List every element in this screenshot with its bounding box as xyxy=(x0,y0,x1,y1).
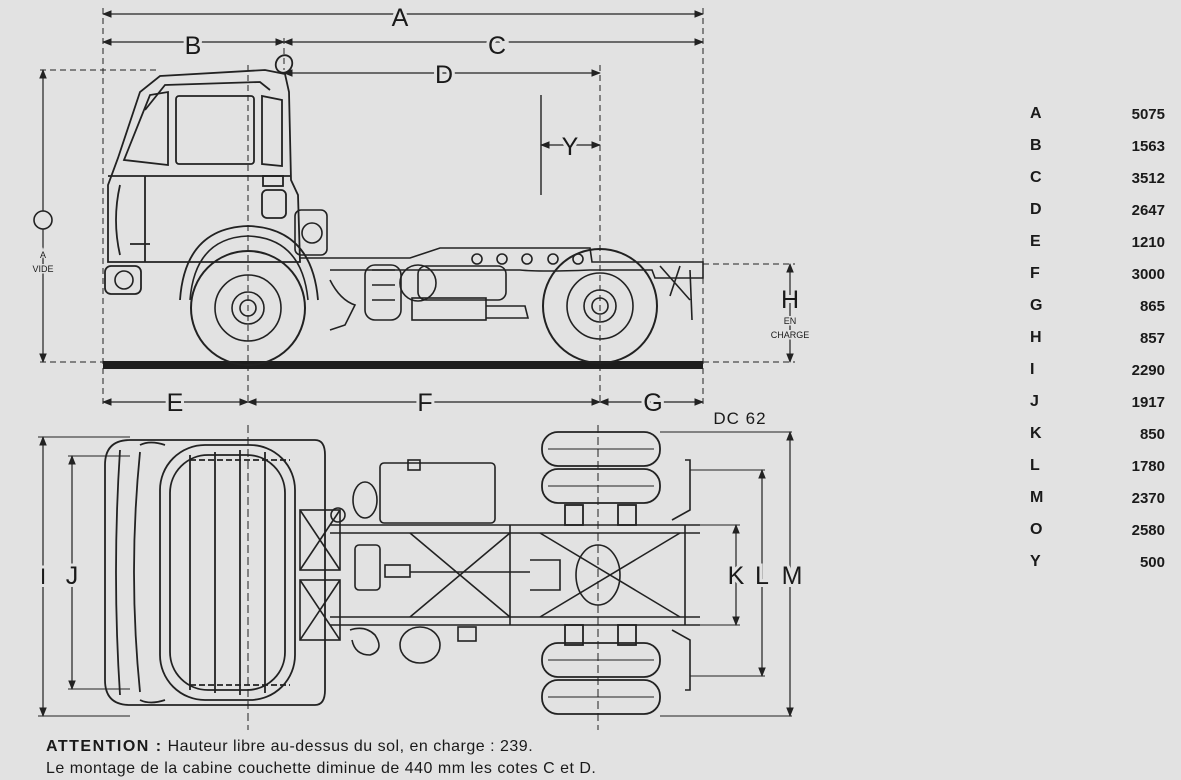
dimension-row: K 850 xyxy=(1030,418,1165,450)
dimension-row: D 2647 xyxy=(1030,194,1165,226)
dimension-value: 1917 xyxy=(1131,393,1165,411)
fuel-tank-top xyxy=(330,459,496,664)
dimension-row: L 1780 xyxy=(1030,450,1165,482)
dim-label-C: C xyxy=(488,32,506,60)
note-heading: ATTENTION : xyxy=(46,738,163,755)
dimension-row: B 1563 xyxy=(1030,130,1165,162)
dim-label-D: D xyxy=(435,61,453,89)
dimension-table: A 5075 B 1563 C 3512 D 2647 E 1210 F 3000 G 865… xyxy=(1030,98,1165,578)
dimension-row: O 2580 xyxy=(1030,514,1165,546)
cab-mirror xyxy=(261,189,287,219)
dimension-row: J 1917 xyxy=(1030,386,1165,418)
note-text-2: Le montage de la cabine couchette diminu… xyxy=(46,760,597,777)
note-line-1: ATTENTION : Hauteur libre au-dessus du s… xyxy=(46,736,806,758)
side-extension-lines xyxy=(40,8,795,405)
dimension-row: Y 500 xyxy=(1030,546,1165,578)
dimension-value: 857 xyxy=(1139,329,1165,347)
cab-side xyxy=(107,54,301,263)
dimension-letter: M xyxy=(1030,489,1044,506)
top-view xyxy=(38,425,794,730)
dimension-value: 2647 xyxy=(1131,201,1165,219)
dimension-letter: Y xyxy=(1030,553,1041,570)
dimension-value: 5075 xyxy=(1131,105,1165,123)
dimension-row: I 2290 xyxy=(1030,354,1165,386)
a-vide-label-2: VIDE xyxy=(32,264,53,274)
dim-label-G: G xyxy=(643,389,662,417)
note-text-1: Hauteur libre au-dessus du sol, en charg… xyxy=(167,738,534,755)
dimension-value: 3512 xyxy=(1131,169,1165,187)
dimension-row: A 5075 xyxy=(1030,98,1165,130)
rear-bracket-top xyxy=(671,459,691,691)
dim-label-B: B xyxy=(185,32,202,60)
dimension-row: M 2370 xyxy=(1030,482,1165,514)
ground-line xyxy=(103,361,703,369)
dim-label-Y: Y xyxy=(562,133,579,161)
dimension-letter: O xyxy=(1030,521,1043,538)
cab-door-window xyxy=(175,95,255,165)
dimension-row: G 865 xyxy=(1030,290,1165,322)
dimension-letter: J xyxy=(1030,393,1039,410)
dimension-row: C 3512 xyxy=(1030,162,1165,194)
dimension-row: H 857 xyxy=(1030,322,1165,354)
dim-label-J: J xyxy=(66,562,79,590)
roof-beacon-icon xyxy=(274,54,294,74)
dimension-value: 2370 xyxy=(1131,489,1165,507)
dimension-value: 850 xyxy=(1139,425,1165,443)
dim-label-O-circle xyxy=(33,210,53,230)
dimension-value: 3000 xyxy=(1131,265,1165,283)
dim-label-K: K xyxy=(728,562,745,590)
dimension-letter: I xyxy=(1030,361,1035,378)
dimension-value: 1210 xyxy=(1131,233,1165,251)
dimension-value: 2290 xyxy=(1131,361,1165,379)
cab-top xyxy=(104,439,326,706)
dimension-letter: H xyxy=(1030,329,1042,346)
front-fender xyxy=(179,225,319,301)
rear-wheel-side xyxy=(542,248,658,364)
dimension-row: F 3000 xyxy=(1030,258,1165,290)
dim-label-E: E xyxy=(167,389,184,417)
dimension-letter: A xyxy=(1030,105,1042,122)
dim-label-F: F xyxy=(417,389,432,417)
dimension-value: 1563 xyxy=(1131,137,1165,155)
frame-rails-top xyxy=(299,509,700,641)
dimension-row: E 1210 xyxy=(1030,226,1165,258)
en-charge-label-1: EN xyxy=(784,316,797,326)
front-wheel-side xyxy=(190,250,306,366)
dimension-letter: F xyxy=(1030,265,1040,282)
dim-label-M: M xyxy=(782,562,803,590)
dimension-letter: K xyxy=(1030,425,1042,442)
side-view xyxy=(39,8,795,406)
chassis-frame-side xyxy=(300,247,704,321)
dimension-value: 865 xyxy=(1139,297,1165,315)
dimension-value: 500 xyxy=(1139,553,1165,571)
dim-label-H: H xyxy=(781,286,799,314)
en-charge-label-2: CHARGE xyxy=(771,330,810,340)
dimension-letter: D xyxy=(1030,201,1042,218)
dimension-letter: C xyxy=(1030,169,1042,186)
dim-label-A: A xyxy=(392,4,409,32)
front-bumper xyxy=(104,265,142,295)
dimension-value: 1780 xyxy=(1131,457,1165,475)
dimension-letter: L xyxy=(1030,457,1040,474)
dim-label-I: I xyxy=(40,564,46,589)
attention-note: ATTENTION : Hauteur libre au-dessus du s… xyxy=(46,736,806,780)
engine-parts xyxy=(294,209,530,331)
rear-tires-top xyxy=(541,431,661,715)
dim-label-L: L xyxy=(755,562,769,590)
dimension-letter: E xyxy=(1030,233,1041,250)
a-vide-label-1: A xyxy=(40,250,46,260)
dimension-value: 2580 xyxy=(1131,521,1165,539)
headlight-icon xyxy=(114,270,134,290)
dimension-letter: G xyxy=(1030,297,1043,314)
dimension-letter: B xyxy=(1030,137,1042,154)
model-label: DC 62 xyxy=(713,409,766,428)
